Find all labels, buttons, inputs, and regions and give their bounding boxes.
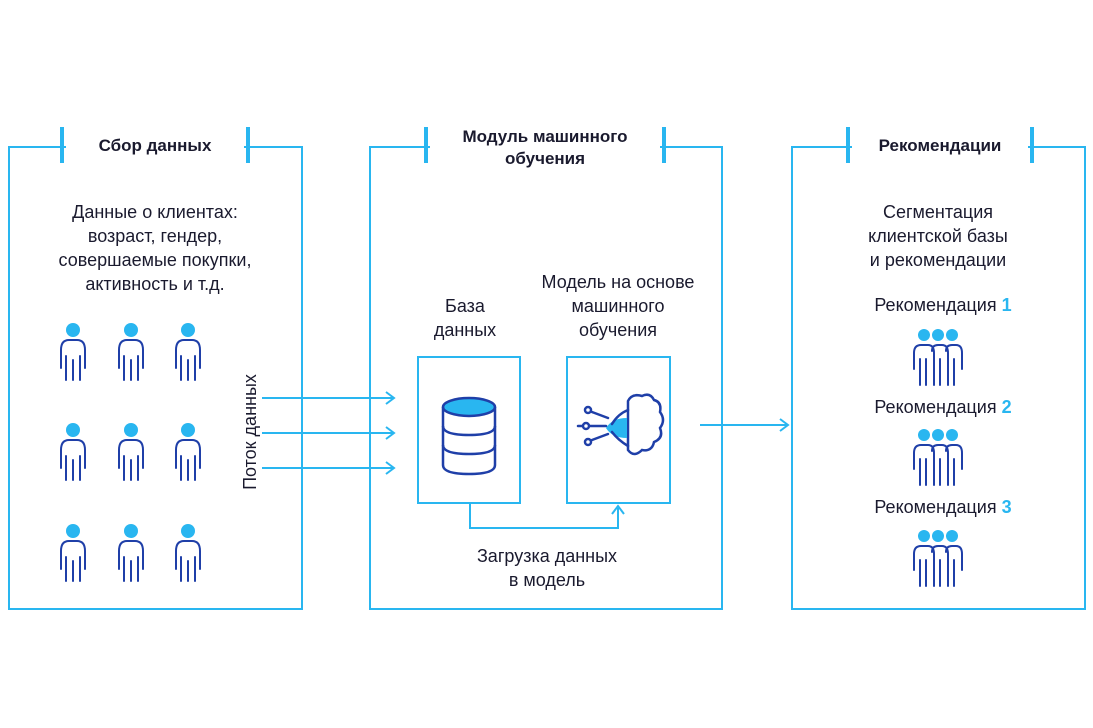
person-icon [175,322,201,381]
database-icon [441,396,497,476]
person-icon [60,322,86,381]
ai-brain-icon [576,393,665,456]
recommendation-1-label: Рекомендация 1 [874,295,1012,315]
load-data-label: Загрузка данных в модель [476,546,618,590]
load-connector [469,504,625,529]
person-icon [118,322,144,381]
client-data-description: Данные о клиентах: возраст, гендер, сове… [58,202,252,294]
person-icon [60,422,86,481]
people-group-icon [913,328,963,386]
data-flow-arrows [262,391,396,475]
recommendation-3-label: Рекомендация 3 [874,497,1012,517]
tab-bar-right [1030,127,1034,163]
segmentation-description: Сегментация клиентской базы и рекомендац… [868,202,1008,270]
tab-bar-left [846,127,850,163]
database-box [417,356,521,504]
output-arrow [700,418,790,432]
people-group-icon [913,428,963,486]
model-label: Модель на основе машинного обучения [541,272,695,340]
ml-module-title: Модуль машинного обучения [430,124,660,172]
database-label: База данных [433,296,497,340]
recommendations-title: Рекомендации [852,132,1028,160]
tab-bar-right [246,127,250,163]
person-icon [60,523,86,582]
people-group-icon [913,529,963,587]
data-collection-panel [8,146,303,610]
person-icon [175,523,201,582]
tab-bar-left [424,127,428,163]
data-collection-title: Сбор данных [66,132,244,160]
recommendation-2-label: Рекомендация 2 [874,397,1012,417]
person-icon [118,523,144,582]
person-icon [175,422,201,481]
tab-bar-left [60,127,64,163]
tab-bar-right [662,127,666,163]
person-icon [118,422,144,481]
